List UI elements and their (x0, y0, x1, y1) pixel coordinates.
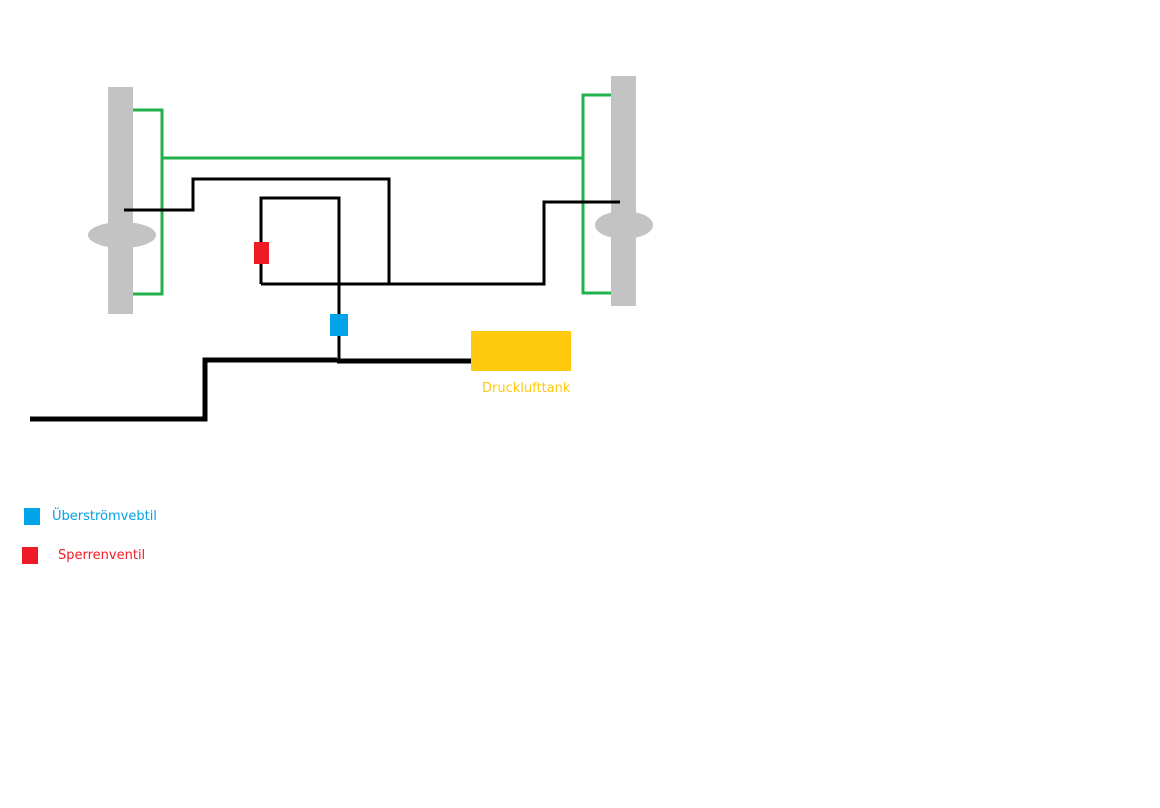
left-wheel-bar (108, 87, 133, 314)
legend-label-sperr: Sperrenventil (58, 548, 146, 563)
blue-square-icon (24, 508, 40, 525)
red-square-icon (22, 547, 38, 564)
right-wheel (595, 76, 653, 306)
tank-label: Drucklufttank (482, 381, 571, 396)
green-lines (133, 93, 611, 296)
left-wheel-hub (88, 222, 156, 248)
ueberstroem-valve (330, 314, 348, 336)
main-supply-line (30, 357, 472, 422)
left-wheel (88, 87, 156, 314)
right-wheel-hub (595, 211, 653, 239)
left-green-bracket (133, 108, 164, 296)
right-green-bracket (581, 93, 611, 295)
legend-label-ueberstroem: Überströmvebtil (52, 509, 157, 524)
valve-loop-line (259, 196, 341, 314)
right-wheel-bar (611, 76, 636, 306)
sperr-valve (254, 242, 269, 264)
left-wheel-line (124, 177, 391, 284)
air-tank (471, 331, 571, 371)
black-thin-lines (124, 177, 620, 361)
main-line-left (30, 357, 337, 422)
right-wheel-line (261, 200, 620, 286)
